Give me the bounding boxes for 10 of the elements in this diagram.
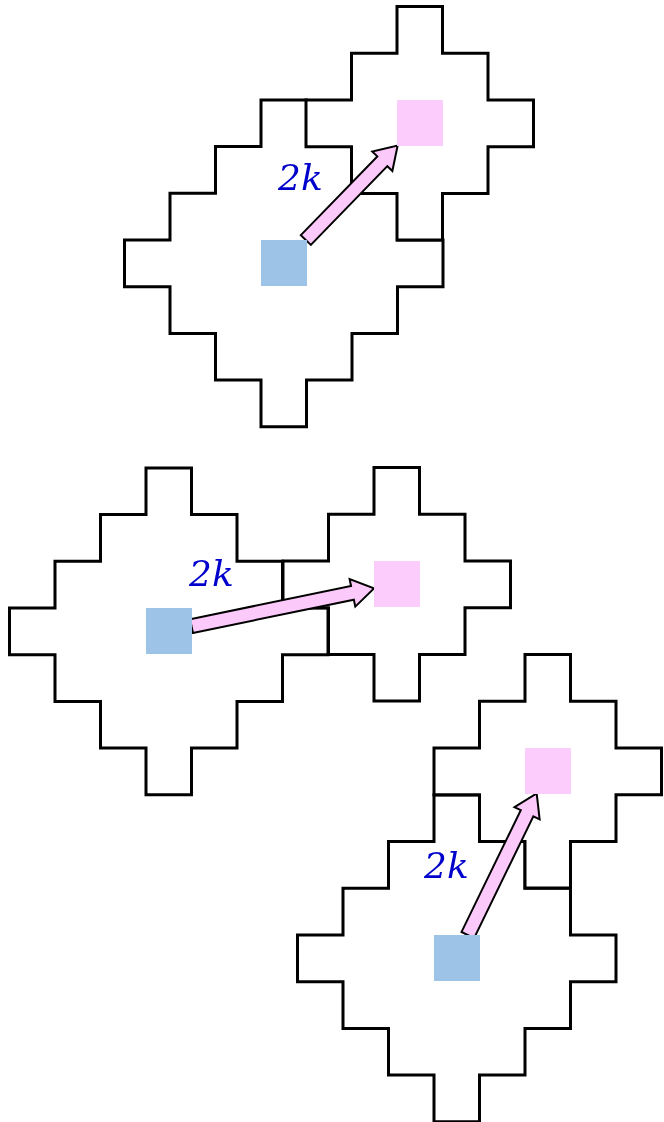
square-marker [261,240,307,286]
edge-label: 2k [278,160,323,196]
square-marker [374,561,420,607]
edge-label: 2k [189,556,234,592]
square-marker [146,608,192,654]
edge-label: 2k [424,848,469,884]
block-arrow [299,144,399,247]
square-marker [525,748,571,794]
square-marker [434,935,480,981]
square-marker [397,100,443,146]
